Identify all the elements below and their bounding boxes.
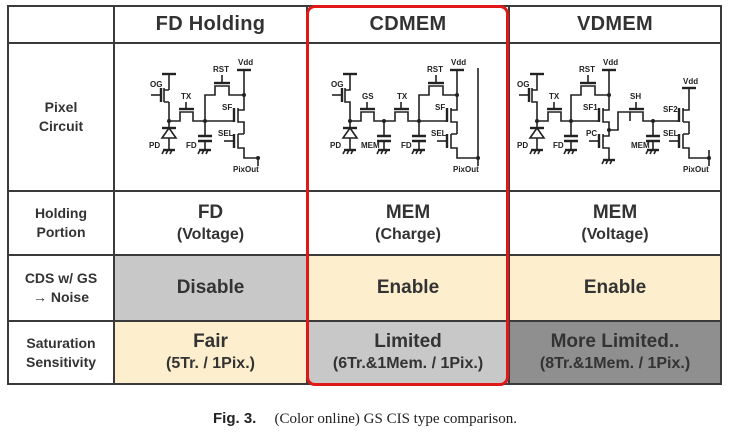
caption-text: (Color online) GS CIS type comparison. [274, 411, 517, 427]
svg-text:RST: RST [427, 65, 443, 74]
cds-cell-vdmem: Enable [510, 256, 720, 322]
svg-text:PD: PD [149, 141, 160, 150]
saturation-cell-vdmem: More Limited.. (8Tr.&1Mem. / 1Pix.) [510, 322, 720, 383]
fd-holding-pixel-circuit-diagram: OG PD TX FD RST Vdd SF SEL [149, 58, 260, 174]
svg-text:Vdd: Vdd [683, 77, 698, 86]
cds-cell-fd: Disable [115, 256, 308, 322]
cell-main-text: Disable [176, 277, 245, 298]
cdmem-pixel-circuit-diagram: OG PD GS MEM TX FD RST Vdd SF [330, 58, 480, 174]
row-label-line: Saturation [26, 334, 96, 351]
row-label-cds-noise: CDS w/ GS → Noise [9, 256, 115, 322]
svg-text:SF2: SF2 [663, 105, 678, 114]
holding-cell-cdmem: MEM (Charge) [308, 192, 510, 256]
header-corner-cell [9, 7, 115, 44]
svg-text:MEM: MEM [631, 141, 650, 150]
cell-main-text: More Limited.. [550, 331, 680, 352]
row-label-line: → Noise [32, 289, 89, 305]
header-label: VDMEM [577, 13, 653, 35]
vdmem-pixel-circuit-diagram: OG PD TX FD RST Vdd SF1 PC SH [517, 58, 711, 174]
cds-cell-cdmem: Enable [308, 256, 510, 322]
svg-text:PixOut: PixOut [683, 165, 709, 174]
svg-text:SF: SF [222, 103, 232, 112]
cell-main-text: MEM [592, 201, 638, 223]
svg-text:SEL: SEL [431, 129, 447, 138]
svg-text:GS: GS [362, 92, 374, 101]
row-label-line: CDS w/ GS [24, 270, 98, 286]
svg-text:SEL: SEL [663, 129, 679, 138]
row-label-line: Holding [34, 205, 88, 221]
svg-text:Vdd: Vdd [603, 58, 618, 67]
svg-text:OG: OG [517, 80, 529, 89]
svg-text:PixOut: PixOut [453, 165, 479, 174]
cell-sub-text: (Voltage) [581, 225, 649, 243]
svg-text:SEL: SEL [218, 129, 234, 138]
cell-sub-text: (Voltage) [176, 225, 245, 243]
cell-main-text: FD [197, 201, 224, 223]
row-label-pixel-circuit: Pixel Circuit [9, 44, 115, 192]
svg-text:PixOut: PixOut [233, 165, 259, 174]
row-label-line: Pixel [44, 99, 78, 115]
svg-text:Vdd: Vdd [451, 58, 466, 67]
cell-main-text: Limited [374, 331, 442, 352]
header-cdmem: CDMEM [308, 7, 510, 44]
saturation-cell-cdmem: Limited (6Tr.&1Mem. / 1Pix.) [308, 322, 510, 383]
row-label-saturation-sensitivity: Saturation Sensitivity [9, 322, 115, 383]
figure-caption: Fig. 3. (Color online) GS CIS type compa… [0, 410, 730, 428]
header-vdmem: VDMEM [510, 7, 720, 44]
svg-text:PC: PC [586, 129, 597, 138]
svg-text:Vdd: Vdd [238, 58, 253, 67]
row-label-line: Portion [36, 224, 86, 240]
holding-cell-fd: FD (Voltage) [115, 192, 308, 256]
svg-text:RST: RST [213, 65, 229, 74]
header-label: CDMEM [369, 13, 447, 35]
svg-text:TX: TX [181, 92, 192, 101]
circuit-cell-cdmem: OG PD GS MEM TX FD RST Vdd SF [308, 44, 510, 192]
cell-sub-text: (6Tr.&1Mem. / 1Pix.) [332, 355, 484, 372]
cell-main-text: Fair [193, 331, 228, 352]
svg-text:PD: PD [330, 141, 341, 150]
circuit-cell-vdmem: OG PD TX FD RST Vdd SF1 PC SH [510, 44, 720, 192]
saturation-cell-fd: Fair (5Tr. / 1Pix.) [115, 322, 308, 383]
cell-sub-text: (Charge) [375, 225, 441, 243]
svg-text:SF1: SF1 [583, 103, 598, 112]
svg-text:FD: FD [553, 141, 564, 150]
svg-text:TX: TX [397, 92, 408, 101]
holding-cell-vdmem: MEM (Voltage) [510, 192, 720, 256]
svg-text:OG: OG [331, 80, 343, 89]
header-label: FD Holding [155, 13, 266, 35]
svg-text:MEM: MEM [361, 141, 380, 150]
row-label-line: Circuit [38, 118, 84, 134]
svg-text:SF: SF [435, 103, 445, 112]
circuit-cell-fd: OG PD TX FD RST Vdd SF SEL [115, 44, 308, 192]
cell-main-text: Enable [376, 277, 440, 298]
svg-text:OG: OG [150, 80, 162, 89]
cell-main-text: MEM [385, 201, 431, 223]
svg-text:PD: PD [517, 141, 528, 150]
cell-sub-text: (5Tr. / 1Pix.) [166, 355, 255, 372]
header-fd-holding: FD Holding [115, 7, 308, 44]
svg-text:FD: FD [186, 141, 197, 150]
figure-label: Fig. 3. [213, 410, 257, 427]
svg-text:TX: TX [549, 92, 560, 101]
svg-text:FD: FD [401, 141, 412, 150]
cell-sub-text: (8Tr.&1Mem. / 1Pix.) [539, 355, 691, 372]
svg-text:SH: SH [630, 92, 641, 101]
gs-cis-comparison-table: FD Holding CDMEM VDMEM Pixel Circuit OG … [7, 5, 722, 385]
row-label-holding-portion: Holding Portion [9, 192, 115, 256]
svg-text:RST: RST [579, 65, 595, 74]
cell-main-text: Enable [583, 277, 647, 298]
row-label-line: Sensitivity [25, 353, 97, 370]
